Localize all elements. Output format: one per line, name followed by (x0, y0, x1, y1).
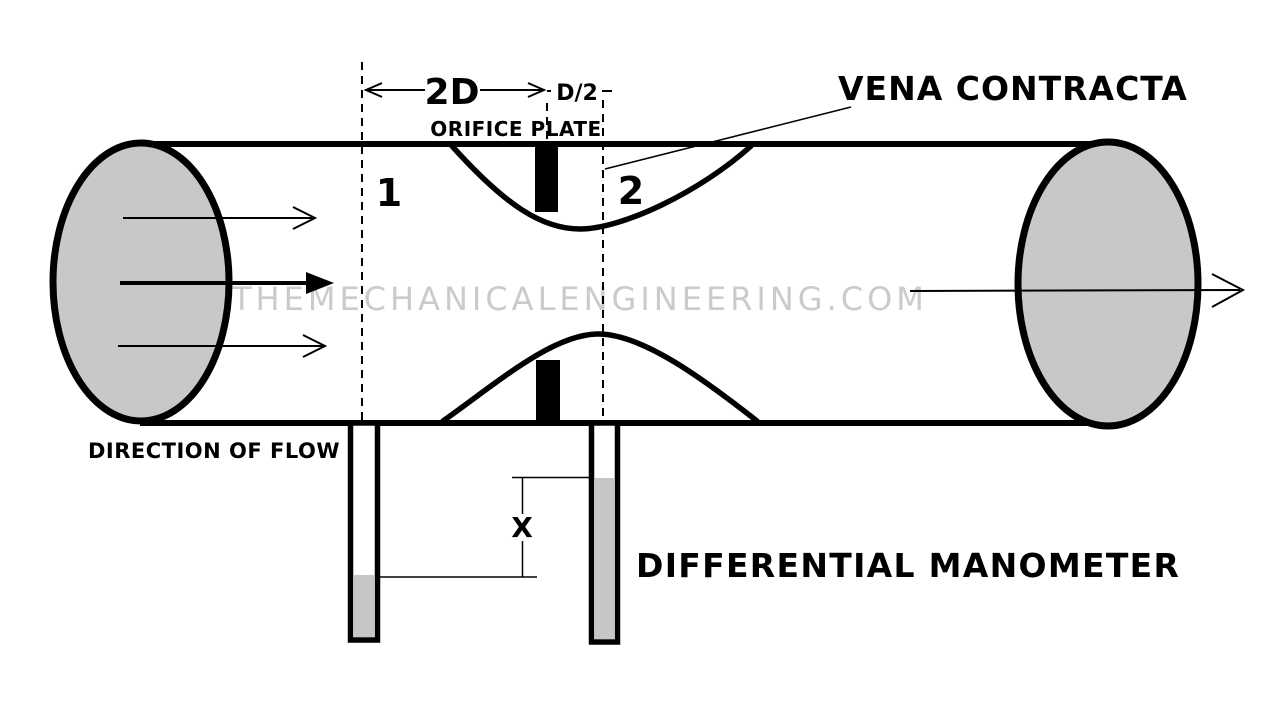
outlet-flow-arrow (909, 273, 1246, 308)
lower-contraction-curve (440, 331, 760, 424)
dimension-d-half-label: D/2 (556, 81, 598, 106)
upper-contraction-curve (449, 143, 754, 232)
section-2-label: 2 (618, 169, 644, 213)
dimension-2d: 2D (363, 70, 547, 113)
dimension-2d-right-arrow-icon (527, 82, 547, 98)
flow-arrow-middle-head-icon (306, 272, 334, 294)
inlet-flow-arrows (118, 206, 334, 358)
vena-contracta-label: VENA CONTRACTA (838, 69, 1188, 108)
direction-of-flow-label: DIRECTION OF FLOW (88, 439, 340, 463)
dimension-d-half: D/2 (547, 79, 612, 106)
watermark-text: THEMECHANICALENGINEERING.COM (231, 280, 928, 318)
outlet-arrow-shaft (909, 289, 1241, 292)
flow-arrow-top-head-icon (292, 206, 318, 230)
dimension-x-label-bg (508, 514, 536, 541)
differential-manometer-label: DIFFERENTIAL MANOMETER (636, 546, 1180, 585)
orifice-plate-bottom (536, 360, 560, 421)
dimension-2d-label: 2D (425, 72, 480, 113)
section-1-label: 1 (376, 171, 402, 215)
flow-arrow-bottom-head-icon (302, 334, 328, 358)
dimension-x-label: X (511, 511, 533, 544)
manometer-left-fluid (354, 575, 374, 637)
orifice-plate-top (535, 144, 558, 212)
dimension-x: X (379, 476, 591, 578)
orifice-plate-label: ORIFICE PLATE (430, 117, 601, 141)
dimension-d-half-label-bg (551, 79, 602, 104)
differential-manometer-tubes (347, 420, 621, 645)
dimension-2d-left-arrow-icon (363, 82, 383, 98)
outlet-arrow-head-icon (1211, 273, 1246, 308)
section-lines (361, 62, 604, 421)
outlet-pipe-end (1014, 138, 1202, 430)
dimension-2d-label-bg (425, 70, 480, 110)
vena-contracta-leader-line (604, 106, 852, 170)
manometer-right-fluid (595, 478, 614, 639)
